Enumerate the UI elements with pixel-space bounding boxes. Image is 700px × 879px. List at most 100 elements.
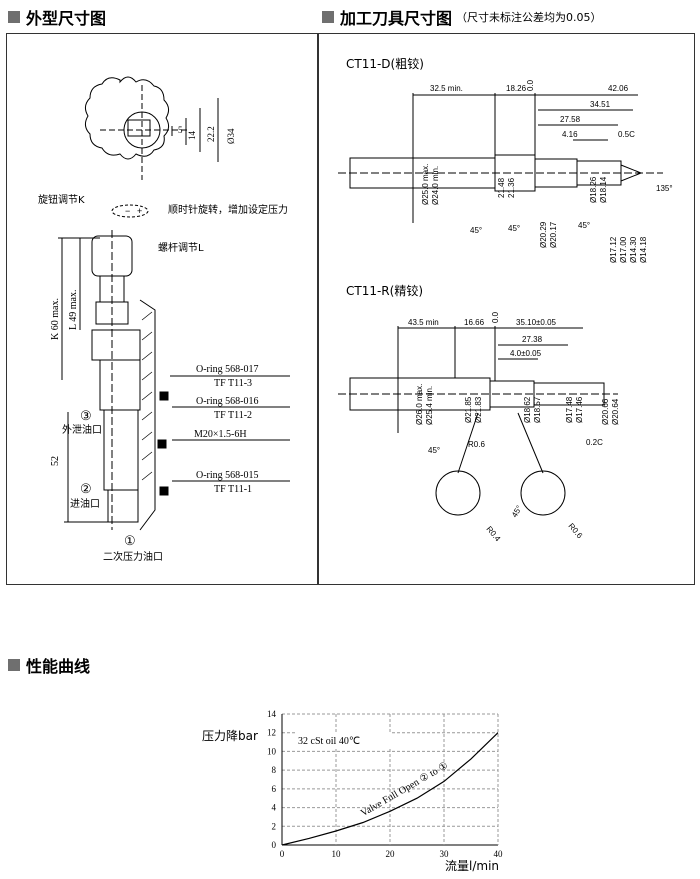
oring-3: O-ring 568-015 bbox=[196, 470, 259, 481]
ct11r-v-9: Ø20.64 bbox=[611, 398, 620, 425]
chart-xlabel: 流量l/min bbox=[445, 859, 499, 873]
ct11d-dim-3: 42.06 bbox=[608, 84, 629, 93]
minus-sign: − bbox=[125, 206, 130, 216]
section-bullet-icon bbox=[8, 11, 20, 23]
tooling-frame bbox=[318, 33, 695, 585]
rotate-note: 顺时针旋转，增加设定压力 bbox=[168, 203, 288, 216]
y-tick-label: 4 bbox=[272, 803, 277, 813]
ct11r-v-6: Ø17.48 bbox=[565, 396, 574, 423]
ct11r-v-0: Ø26.0 max. bbox=[415, 384, 424, 425]
l-dimension: L 49 max. bbox=[68, 290, 79, 330]
outline-frame bbox=[6, 33, 318, 585]
outline-dimension-lines bbox=[58, 237, 290, 523]
ct11r-dim-0: 43.5 min bbox=[408, 318, 439, 327]
port-1-label: 二次压力油口 bbox=[103, 550, 163, 563]
ct11r-v-7: Ø17.46 bbox=[575, 396, 584, 423]
port-2-number: ② bbox=[80, 481, 92, 496]
outline-section-header: 外型尺寸图 bbox=[8, 5, 106, 29]
tooling-drawing: CT11-D(粗铰) 32.5 min. 18.26 0.0 42.06 34.… bbox=[338, 56, 673, 544]
tf-2: TF T11-2 bbox=[214, 410, 252, 421]
port-2-label: 进油口 bbox=[70, 497, 100, 510]
y-tick-label: 8 bbox=[272, 765, 277, 775]
knob-label: 旋钮调节K bbox=[38, 193, 85, 206]
valve-body bbox=[91, 230, 169, 531]
ct11r-dim-3: 35.10±0.05 bbox=[516, 318, 557, 327]
ct11r-tool bbox=[338, 326, 618, 516]
y-tick-label: 2 bbox=[272, 821, 277, 831]
k-dimension: K 60 max. bbox=[50, 298, 61, 340]
ct11r-v-5: Ø18.57 bbox=[533, 396, 542, 423]
chart-annotation: 32 cSt oil 40℃ bbox=[298, 736, 360, 747]
ct11r-chamfer: 0.2C bbox=[586, 438, 603, 447]
tf-3: TF T11-1 bbox=[214, 484, 252, 495]
x-tick-label: 30 bbox=[440, 849, 450, 859]
ct11d-angle-0: 45° bbox=[470, 226, 482, 235]
chart-series-line bbox=[281, 732, 499, 846]
tooling-section-note: （尺寸未标注公差均为0.05） bbox=[456, 11, 602, 24]
y-tick-label: 14 bbox=[267, 709, 277, 719]
ct11r-dim-2: 0.0 bbox=[491, 311, 500, 323]
y-tick-label: 10 bbox=[267, 746, 277, 756]
plus-sign: + bbox=[137, 206, 142, 216]
ct11d-dim-7: 0.5C bbox=[618, 130, 635, 139]
oring-1: O-ring 568-017 bbox=[196, 364, 259, 375]
ct11d-angle-3: 135° bbox=[656, 184, 673, 193]
ct11r-dim-4: 27.38 bbox=[522, 335, 543, 344]
dim-5: 5 bbox=[178, 125, 183, 135]
chart-series-label: Valve Full Open ② to ① bbox=[359, 760, 450, 819]
ct11r-title: CT11-R(精铰) bbox=[346, 283, 423, 298]
performance-section-header: 性能曲线 bbox=[8, 653, 90, 677]
ct11d-tool bbox=[338, 93, 663, 223]
y-tick-label: 0 bbox=[272, 840, 277, 850]
x-tick-label: 40 bbox=[494, 849, 504, 859]
tf-1: TF T11-3 bbox=[214, 378, 252, 389]
ct11d-v-8: Ø17.12 bbox=[609, 236, 618, 263]
outline-section-title: 外型尺寸图 bbox=[26, 9, 107, 28]
ct11d-v-1: Ø24.0 min. bbox=[431, 166, 440, 205]
ct11d-v-4: Ø20.29 bbox=[539, 221, 548, 248]
ct11d-angle-1: 45° bbox=[508, 224, 520, 233]
dim-34: Ø34 bbox=[226, 128, 236, 144]
ct11r-radius-0: R0.6 bbox=[468, 440, 485, 449]
section-bullet-icon bbox=[8, 659, 20, 671]
dim-22-2: 22.2 bbox=[206, 126, 216, 142]
thread-spec: M20×1.5-6H bbox=[194, 429, 247, 440]
tooling-section-header: 加工刀具尺寸图 （尺寸未标注公差均为0.05） bbox=[322, 5, 602, 29]
ct11r-angle-0: 45° bbox=[428, 446, 440, 455]
chart-ylabel: 压力降bar bbox=[202, 729, 258, 743]
ct11d-dim-6: 4.16 bbox=[562, 130, 578, 139]
ct11d-v-6: Ø18.26 bbox=[589, 176, 598, 203]
annotation-background bbox=[295, 732, 391, 748]
ct11d-dim-5: 27.58 bbox=[560, 115, 581, 124]
ct11d-dim-1: 18.26 bbox=[506, 84, 527, 93]
oring-2: O-ring 568-016 bbox=[196, 396, 259, 407]
y-tick-label: 12 bbox=[267, 728, 276, 738]
ct11r-angle-1: 45° bbox=[510, 504, 524, 519]
rotate-arrow-icon bbox=[111, 204, 149, 218]
performance-section-title: 性能曲线 bbox=[26, 657, 91, 676]
ct11d-v-2: 21.48 bbox=[497, 177, 506, 198]
ct11r-v-2: Ø21.85 bbox=[464, 396, 473, 423]
ct11d-v-10: Ø14.30 bbox=[629, 236, 638, 263]
x-tick-label: 10 bbox=[332, 849, 342, 859]
ct11d-v-11: Ø14.18 bbox=[639, 236, 648, 263]
port-1-number: ① bbox=[124, 533, 136, 548]
ct11d-title: CT11-D(粗铰) bbox=[346, 56, 424, 71]
outline-drawing: 5 14 22.2 Ø34 旋钮调节K − + 顺时针旋转，增加设定压力 螺杆调… bbox=[38, 76, 290, 563]
dim-14: 14 bbox=[187, 131, 197, 141]
section-bullet-icon bbox=[322, 11, 334, 23]
ct11r-dim-5: 4.0±0.05 bbox=[510, 349, 542, 358]
port-3-label: 外泄油口 bbox=[62, 423, 102, 436]
x-tick-label: 20 bbox=[386, 849, 396, 859]
ct11d-dim-0: 32.5 min. bbox=[430, 84, 463, 93]
ct11r-radius-1: R0.4 bbox=[484, 525, 502, 544]
dim-52: 52 bbox=[50, 456, 61, 466]
ct11r-v-4: Ø18.62 bbox=[523, 396, 532, 423]
hatching bbox=[141, 311, 153, 481]
ct11r-v-1: Ø25.4 min. bbox=[425, 386, 434, 425]
ct11r-v-3: Ø21.83 bbox=[474, 396, 483, 423]
ct11d-v-9: Ø17.00 bbox=[619, 236, 628, 263]
ct11r-radius-2: R0.6 bbox=[566, 522, 584, 541]
